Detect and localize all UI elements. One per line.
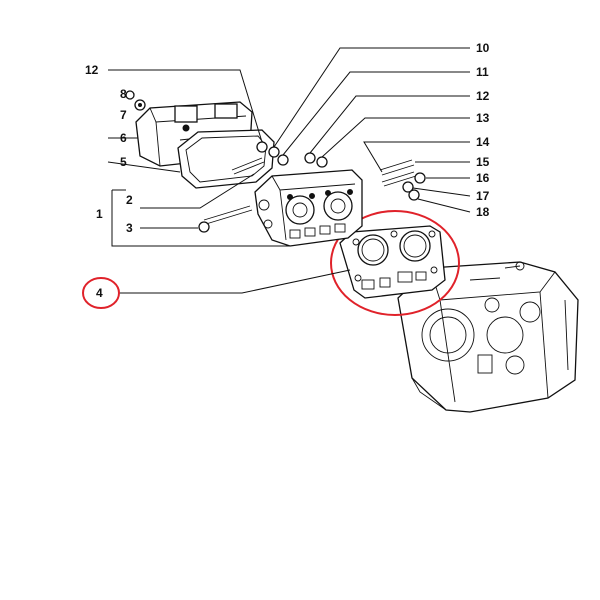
callout-15: 15: [476, 155, 490, 169]
callout-12-left: 12: [85, 63, 99, 77]
valve-cover-gasket: [177, 129, 275, 189]
washer-10: [268, 146, 280, 158]
callout-13: 13: [476, 111, 490, 125]
callout-11: 11: [476, 65, 489, 79]
stud-15: [381, 171, 417, 187]
bolt-3: [203, 205, 253, 225]
nut-12a: [256, 141, 268, 153]
callout-12-right: 12: [476, 89, 490, 103]
head-gasket: [339, 225, 446, 299]
callout-1: 1: [96, 207, 103, 221]
gasket-highlight-circle: [330, 210, 460, 316]
callout-6: 6: [120, 131, 127, 145]
callout-3: 3: [126, 221, 133, 235]
stud-14: [379, 159, 415, 176]
callout-7: 7: [120, 108, 127, 122]
crankcase-housing: [397, 261, 579, 413]
washer-13: [316, 156, 328, 168]
nut-3: [198, 221, 210, 233]
callout-4-highlight-circle: [82, 277, 120, 309]
callout-2: 2: [126, 193, 133, 207]
nut-16: [414, 172, 426, 184]
leader-lines: [107, 47, 471, 294]
nut-8: [125, 90, 135, 100]
callout-14: 14: [476, 135, 490, 149]
washer-18: [408, 189, 420, 201]
nut-12b: [304, 152, 316, 164]
callout-8: 8: [120, 87, 127, 101]
callout-18: 18: [476, 205, 490, 219]
callout-10: 10: [476, 41, 490, 55]
callout-5: 5: [120, 155, 127, 169]
cylinder-head: [254, 169, 363, 247]
callout-4: 4: [96, 286, 103, 300]
callout-17: 17: [476, 189, 490, 203]
callout-16: 16: [476, 171, 490, 185]
washer-11: [277, 154, 289, 166]
washer-17: [402, 181, 414, 193]
stud-bolt: [231, 157, 265, 175]
